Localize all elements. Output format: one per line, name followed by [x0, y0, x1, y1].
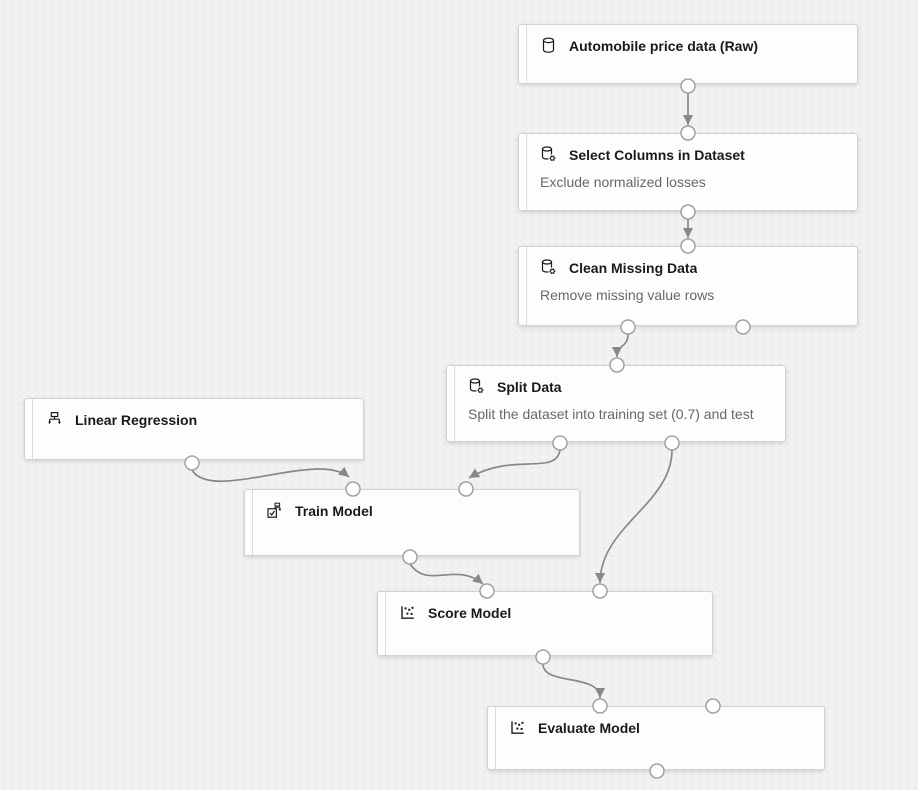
- hierarchy-icon: [46, 411, 63, 428]
- port-select-columns-input[interactable]: [680, 125, 696, 141]
- port-clean-missing-output-right[interactable]: [735, 319, 751, 335]
- port-train-model-output[interactable]: [402, 549, 418, 565]
- node-score-model[interactable]: Score Model: [377, 591, 713, 656]
- port-evaluate-model-input-left[interactable]: [592, 698, 608, 714]
- node-subtitle: Remove missing value rows: [540, 287, 715, 303]
- node-title: Automobile price data (Raw): [569, 37, 759, 54]
- node-title: Select Columns in Dataset: [569, 146, 745, 163]
- node-title: Evaluate Model: [538, 719, 640, 736]
- node-linear-regression[interactable]: Linear Regression: [24, 398, 364, 460]
- port-score-model-input-right[interactable]: [592, 583, 608, 599]
- edge-score-model-to-evaluate-model[interactable]: [542, 663, 605, 699]
- port-dataset-output[interactable]: [680, 78, 696, 94]
- port-evaluate-model-input-right[interactable]: [705, 698, 721, 714]
- port-split-data-input[interactable]: [609, 357, 625, 373]
- node-accent-bar: [245, 490, 253, 555]
- node-accent-bar: [378, 592, 386, 655]
- node-train-model[interactable]: Train Model: [244, 489, 580, 556]
- node-accent-bar: [25, 399, 33, 459]
- node-title: Linear Regression: [75, 411, 198, 428]
- train-model-icon: [266, 502, 283, 519]
- database-gear-icon: [540, 146, 557, 163]
- node-title: Split Data: [497, 378, 562, 395]
- node-subtitle: Exclude normalized losses: [540, 174, 706, 190]
- edge-clean-missing-to-split-data[interactable]: [612, 333, 629, 358]
- port-split-data-output-left[interactable]: [552, 435, 568, 451]
- node-title: Score Model: [428, 604, 512, 621]
- port-train-model-input-left[interactable]: [345, 481, 361, 497]
- node-accent-bar: [447, 366, 455, 441]
- node-title: Train Model: [295, 502, 373, 519]
- database-gear-icon: [540, 259, 557, 276]
- edge-split-data-to-score-model[interactable]: [595, 449, 673, 584]
- port-train-model-input-right[interactable]: [458, 481, 474, 497]
- node-title: Clean Missing Data: [569, 259, 698, 276]
- edge-split-data-to-train-model[interactable]: [468, 449, 561, 479]
- port-score-model-input-left[interactable]: [479, 583, 495, 599]
- scatter-plot-icon: [399, 604, 416, 621]
- node-accent-bar: [519, 134, 527, 210]
- node-accent-bar: [488, 707, 496, 769]
- port-score-model-output[interactable]: [535, 649, 551, 665]
- node-automobile-price-data[interactable]: Automobile price data (Raw): [518, 24, 858, 84]
- port-split-data-output-right[interactable]: [664, 435, 680, 451]
- node-split-data[interactable]: Split Data Split the dataset into traini…: [446, 365, 786, 442]
- database-gear-icon: [468, 378, 485, 395]
- port-select-columns-output[interactable]: [680, 204, 696, 220]
- node-select-columns[interactable]: Select Columns in Dataset Exclude normal…: [518, 133, 858, 211]
- database-icon: [540, 37, 557, 54]
- port-clean-missing-output-left[interactable]: [620, 319, 636, 335]
- edge-linear-regression-to-train-model[interactable]: [191, 466, 350, 483]
- node-clean-missing-data[interactable]: Clean Missing Data Remove missing value …: [518, 246, 858, 326]
- scatter-plot-icon: [509, 719, 526, 736]
- node-evaluate-model[interactable]: Evaluate Model: [487, 706, 825, 770]
- edge-train-model-to-score-model[interactable]: [409, 563, 484, 585]
- port-clean-missing-input[interactable]: [680, 238, 696, 254]
- node-subtitle: Split the dataset into training set (0.7…: [468, 406, 754, 422]
- port-linear-regression-output[interactable]: [184, 455, 200, 471]
- node-accent-bar: [519, 247, 527, 325]
- node-accent-bar: [519, 25, 527, 83]
- port-evaluate-model-output[interactable]: [649, 763, 665, 779]
